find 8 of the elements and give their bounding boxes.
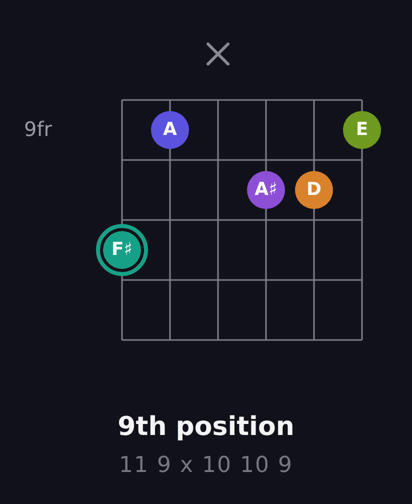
note-marker: D [295, 171, 333, 209]
note-marker: A [151, 111, 189, 149]
root-note-marker: F♯ [96, 224, 148, 276]
chord-title: 9th position [118, 412, 294, 444]
fret-number: 9fr [24, 118, 52, 140]
fret-numbers-text: 11 9 x 10 10 9 [119, 453, 293, 480]
note-marker: E [343, 111, 381, 149]
note-marker: A♯ [247, 171, 285, 209]
